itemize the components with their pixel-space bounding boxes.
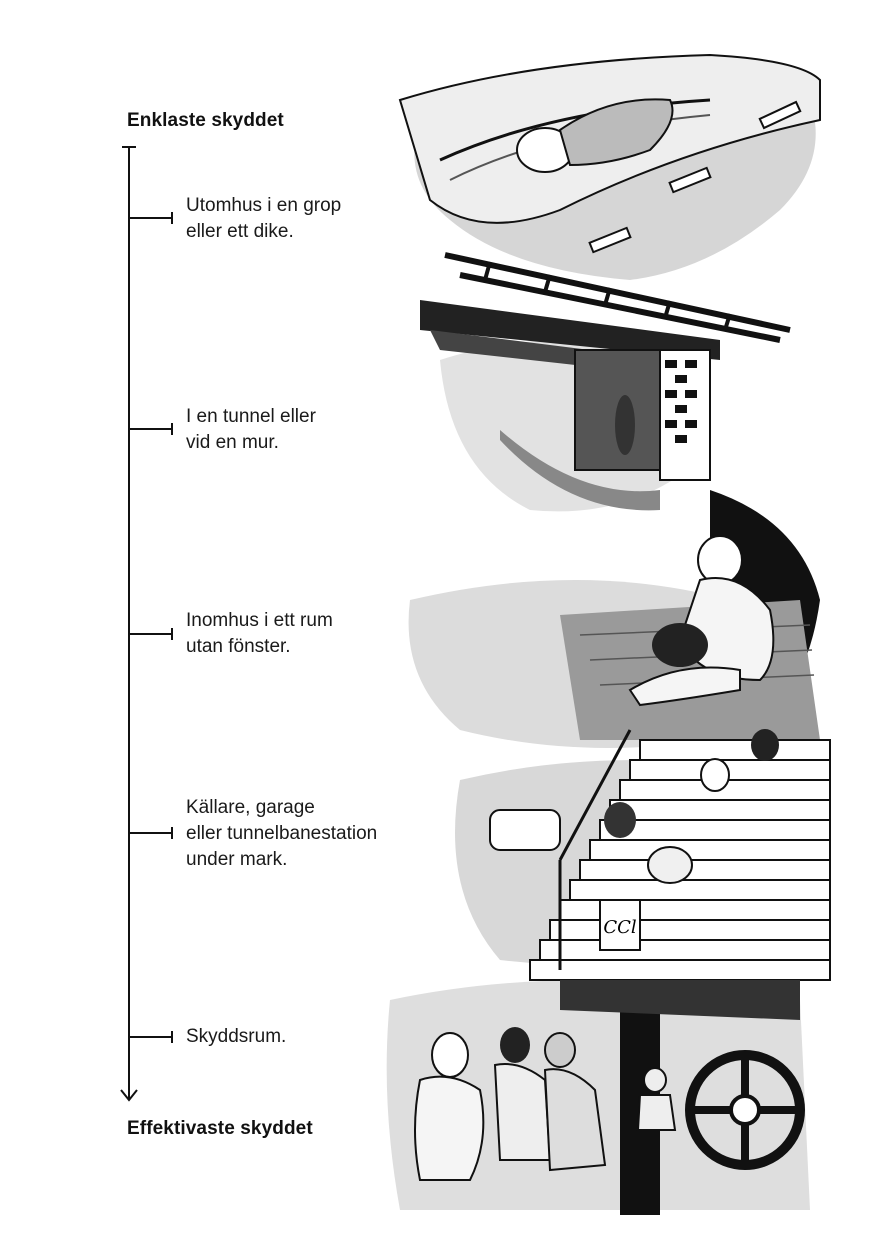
scene-tunnel-illustration — [420, 252, 791, 511]
person-head — [697, 535, 743, 585]
scale-tick-2 — [129, 423, 173, 435]
person-head — [751, 729, 779, 761]
person-head — [604, 802, 636, 838]
scene-shelter-illustration — [414, 980, 805, 1215]
heading-most-protection: Effektivaste skyddet — [127, 1118, 313, 1139]
people-in-shelter — [414, 1027, 677, 1181]
level-label-ditch: Utomhus i en grop eller ett dike. — [186, 193, 341, 245]
level-label-line: utan fönster. — [186, 636, 291, 657]
scene-ditch-illustration — [398, 53, 821, 254]
dog — [647, 846, 693, 884]
scale-tick-4 — [129, 827, 173, 839]
level-label-windowless-room: Inomhus i ett rum utan fönster. — [186, 608, 333, 660]
scale-tick-1 — [129, 212, 173, 224]
level-label-line: Utomhus i en grop — [186, 195, 342, 216]
scale-tick-5 — [129, 1031, 173, 1043]
scale-arrow-head — [120, 1089, 138, 1102]
level-label-basement: Källare, garage eller tunnelbanestation … — [186, 795, 377, 873]
level-label-line: eller tunnelbanestation — [186, 823, 378, 844]
level-label-line: I en tunnel eller — [186, 406, 316, 427]
backpack — [652, 623, 708, 667]
shopping-bag-text: CCl — [603, 917, 637, 938]
level-label-line: Inomhus i ett rum — [186, 610, 333, 631]
level-label-line: under mark. — [186, 849, 288, 870]
level-label-line: Skyddsrum. — [186, 1026, 287, 1047]
person-standing — [615, 395, 635, 455]
shopping-bag — [599, 899, 641, 951]
level-label-line: vid en mur. — [186, 432, 279, 453]
person-head — [700, 758, 730, 792]
scene-room-illustration — [560, 490, 820, 740]
level-label-tunnel: I en tunnel eller vid en mur. — [186, 404, 316, 456]
level-label-line: Källare, garage — [186, 797, 315, 818]
shelter-levels-illustration: CCl — [386, 53, 831, 1215]
car — [489, 809, 561, 851]
scale-tick-3 — [129, 628, 173, 640]
level-label-shelter: Skyddsrum. — [186, 1024, 286, 1050]
heading-least-protection: Enklaste skyddet — [127, 110, 284, 131]
level-label-line: eller ett dike. — [186, 221, 294, 242]
